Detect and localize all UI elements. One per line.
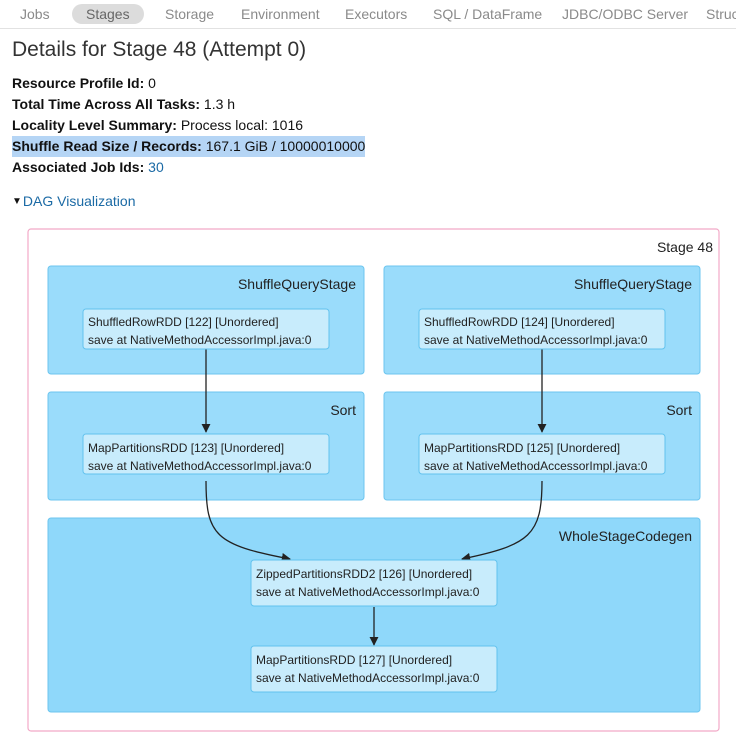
summary-shuffle-read: Shuffle Read Size / Records: 167.1 GiB /… [12, 136, 366, 157]
rdd-node-122-title: ShuffledRowRDD [122] [Unordered] [88, 315, 279, 329]
rdd-node-125-title: MapPartitionsRDD [125] [Unordered] [424, 441, 620, 455]
rdd-node-127-callsite: save at NativeMethodAccessorImpl.java:0 [256, 671, 480, 685]
shuffle-read-value: 167.1 GiB / 10000010000 [205, 138, 366, 154]
shuffle-read-label: Shuffle Read Size / Records: [12, 138, 202, 154]
rdd-node-123[interactable]: MapPartitionsRDD [123] [Unordered] save … [82, 433, 330, 475]
triangle-down-icon: ▼ [12, 196, 22, 207]
sort-label-right: Sort [666, 402, 692, 418]
edge-123-126 [205, 480, 291, 562]
rdd-node-122-callsite: save at NativeMethodAccessorImpl.java:0 [88, 333, 312, 347]
tab-environment[interactable]: Environment [241, 6, 320, 22]
tab-executors[interactable]: Executors [345, 6, 408, 22]
rdd-node-125[interactable]: MapPartitionsRDD [125] [Unordered] save … [418, 433, 666, 475]
stage-summary: Resource Profile Id: 0 Total Time Across… [12, 73, 366, 178]
tab-storage[interactable]: Storage [165, 6, 215, 22]
sort-label-left: Sort [330, 402, 356, 418]
dag-visualization-toggle[interactable]: ▼DAG Visualization [12, 193, 135, 209]
tab-jobs[interactable]: Jobs [20, 6, 50, 22]
tab-stages[interactable]: Stages [72, 4, 144, 24]
tab-jdbc-odbc-server[interactable]: JDBC/ODBC Server [562, 6, 689, 22]
total-time-label: Total Time Across All Tasks: [12, 96, 201, 112]
summary-resource-profile: Resource Profile Id: 0 [12, 73, 365, 94]
dag-toggle-label: DAG Visualization [22, 193, 136, 209]
resource-profile-label: Resource Profile Id: [12, 75, 145, 91]
whole-stage-codegen-label: WholeStageCodegen [559, 528, 692, 544]
shuffle-query-stage-label-right: ShuffleQueryStage [574, 276, 692, 292]
rdd-node-126-title: ZippedPartitionsRDD2 [126] [Unordered] [256, 567, 472, 581]
top-nav: Jobs Stages Storage Environment Executor… [0, 0, 736, 29]
total-time-value: 1.3 h [203, 96, 236, 112]
rdd-node-127-title: MapPartitionsRDD [127] [Unordered] [256, 653, 452, 667]
rdd-node-123-title: MapPartitionsRDD [123] [Unordered] [88, 441, 284, 455]
rdd-node-126-callsite: save at NativeMethodAccessorImpl.java:0 [256, 585, 480, 599]
summary-total-time: Total Time Across All Tasks: 1.3 h [12, 94, 365, 115]
rdd-node-122[interactable]: ShuffledRowRDD [122] [Unordered] save at… [82, 308, 330, 350]
page-title: Details for Stage 48 (Attempt 0) [12, 38, 307, 61]
summary-job-ids: Associated Job Ids: 30 [12, 157, 365, 178]
rdd-node-125-callsite: save at NativeMethodAccessorImpl.java:0 [424, 459, 648, 473]
rdd-node-127[interactable]: MapPartitionsRDD [127] [Unordered] save … [250, 645, 498, 693]
job-ids-label: Associated Job Ids: [12, 159, 145, 175]
summary-locality: Locality Level Summary: Process local: 1… [12, 115, 365, 136]
job-id-link[interactable]: 30 [148, 159, 164, 175]
rdd-node-124[interactable]: ShuffledRowRDD [124] [Unordered] save at… [418, 308, 666, 350]
tab-sql-dataframe[interactable]: SQL / DataFrame [433, 6, 543, 22]
edge-125-126 [461, 480, 543, 562]
locality-label: Locality Level Summary: [12, 117, 177, 133]
shuffle-query-stage-label-left: ShuffleQueryStage [238, 276, 356, 292]
stage-cluster-label: Stage 48 [657, 239, 713, 255]
resource-profile-value: 0 [148, 75, 156, 91]
tab-structured-streaming[interactable]: Struc [706, 6, 736, 22]
rdd-node-126[interactable]: ZippedPartitionsRDD2 [126] [Unordered] s… [250, 559, 498, 607]
locality-value: Process local: 1016 [180, 117, 304, 133]
rdd-node-123-callsite: save at NativeMethodAccessorImpl.java:0 [88, 459, 312, 473]
rdd-node-124-callsite: save at NativeMethodAccessorImpl.java:0 [424, 333, 648, 347]
rdd-node-124-title: ShuffledRowRDD [124] [Unordered] [424, 315, 615, 329]
